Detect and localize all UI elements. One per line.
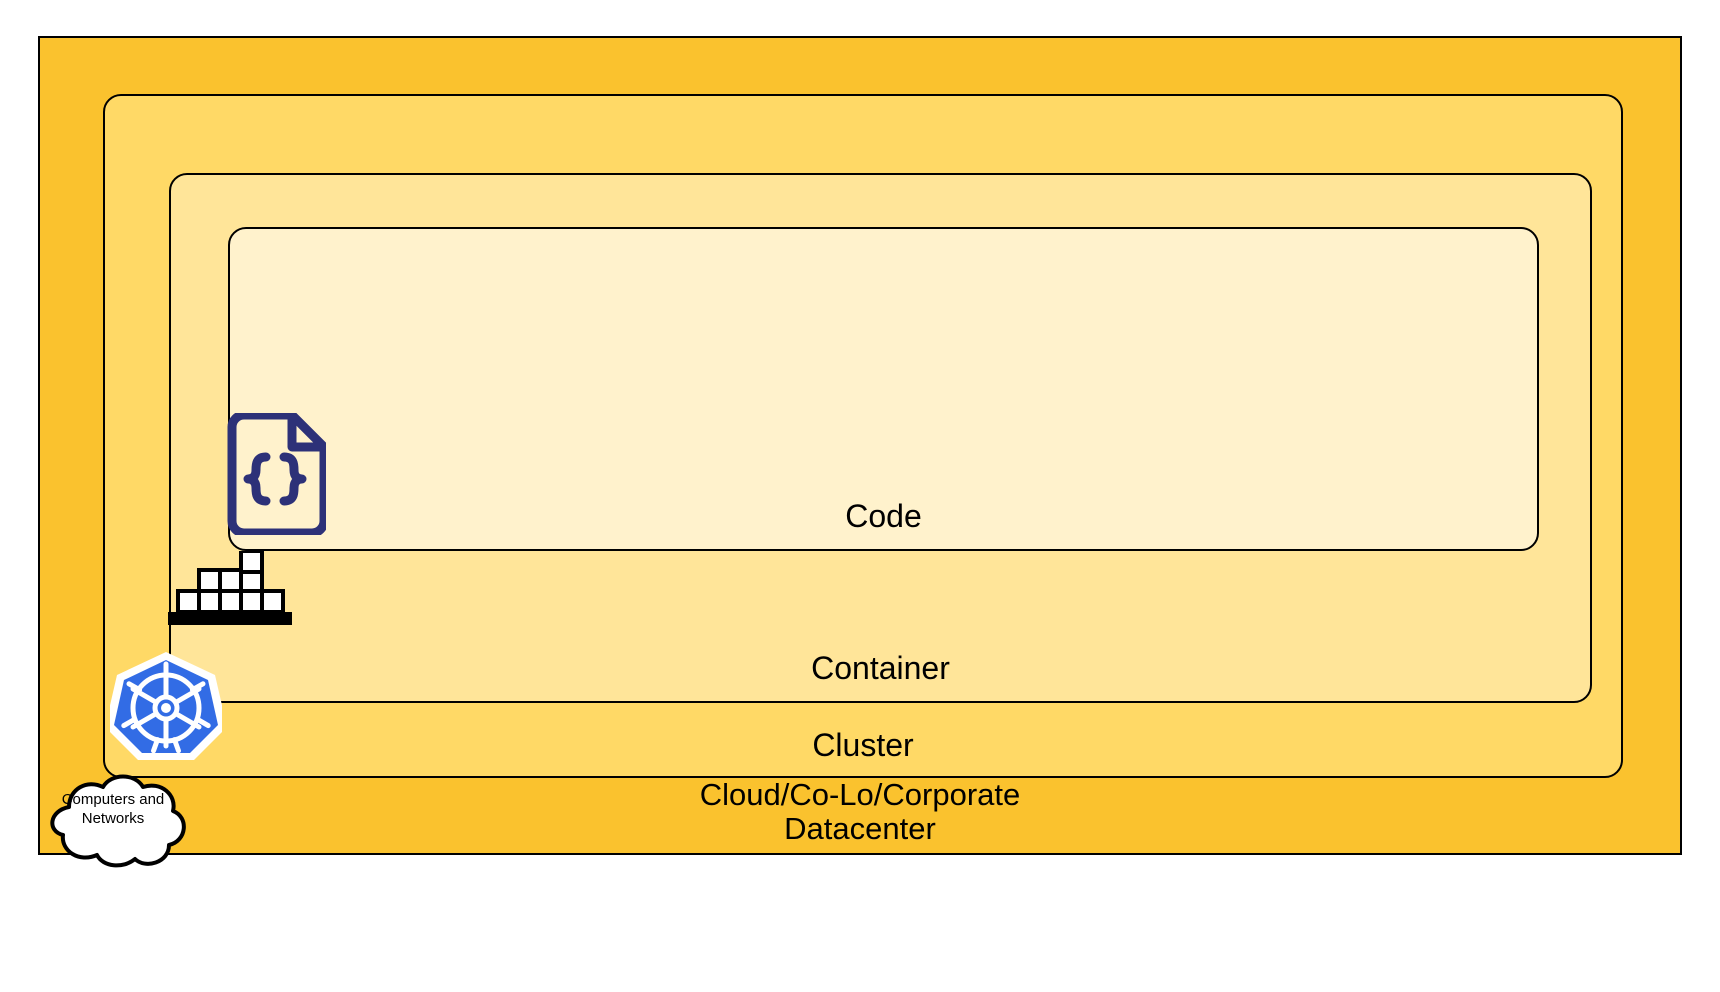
layer-label-cluster: Cluster (812, 727, 914, 764)
json-file-icon (222, 410, 329, 538)
layer-cluster[interactable]: Code Container Cluster (103, 94, 1623, 778)
cloud-icon (35, 771, 191, 869)
layer-label-container: Container (811, 650, 950, 687)
layer-code[interactable]: Code (228, 227, 1539, 551)
container-blocks-icon (168, 549, 292, 627)
layer-label-datacenter: Cloud/Co-Lo/Corporate Datacenter (699, 776, 1021, 847)
layer-container[interactable]: Code Container (169, 173, 1592, 703)
kubernetes-logo-icon (105, 650, 227, 762)
layer-datacenter[interactable]: Code Container Cluster Cloud/Co-Lo/Corpo… (38, 36, 1682, 855)
layer-label-code: Code (845, 498, 922, 535)
